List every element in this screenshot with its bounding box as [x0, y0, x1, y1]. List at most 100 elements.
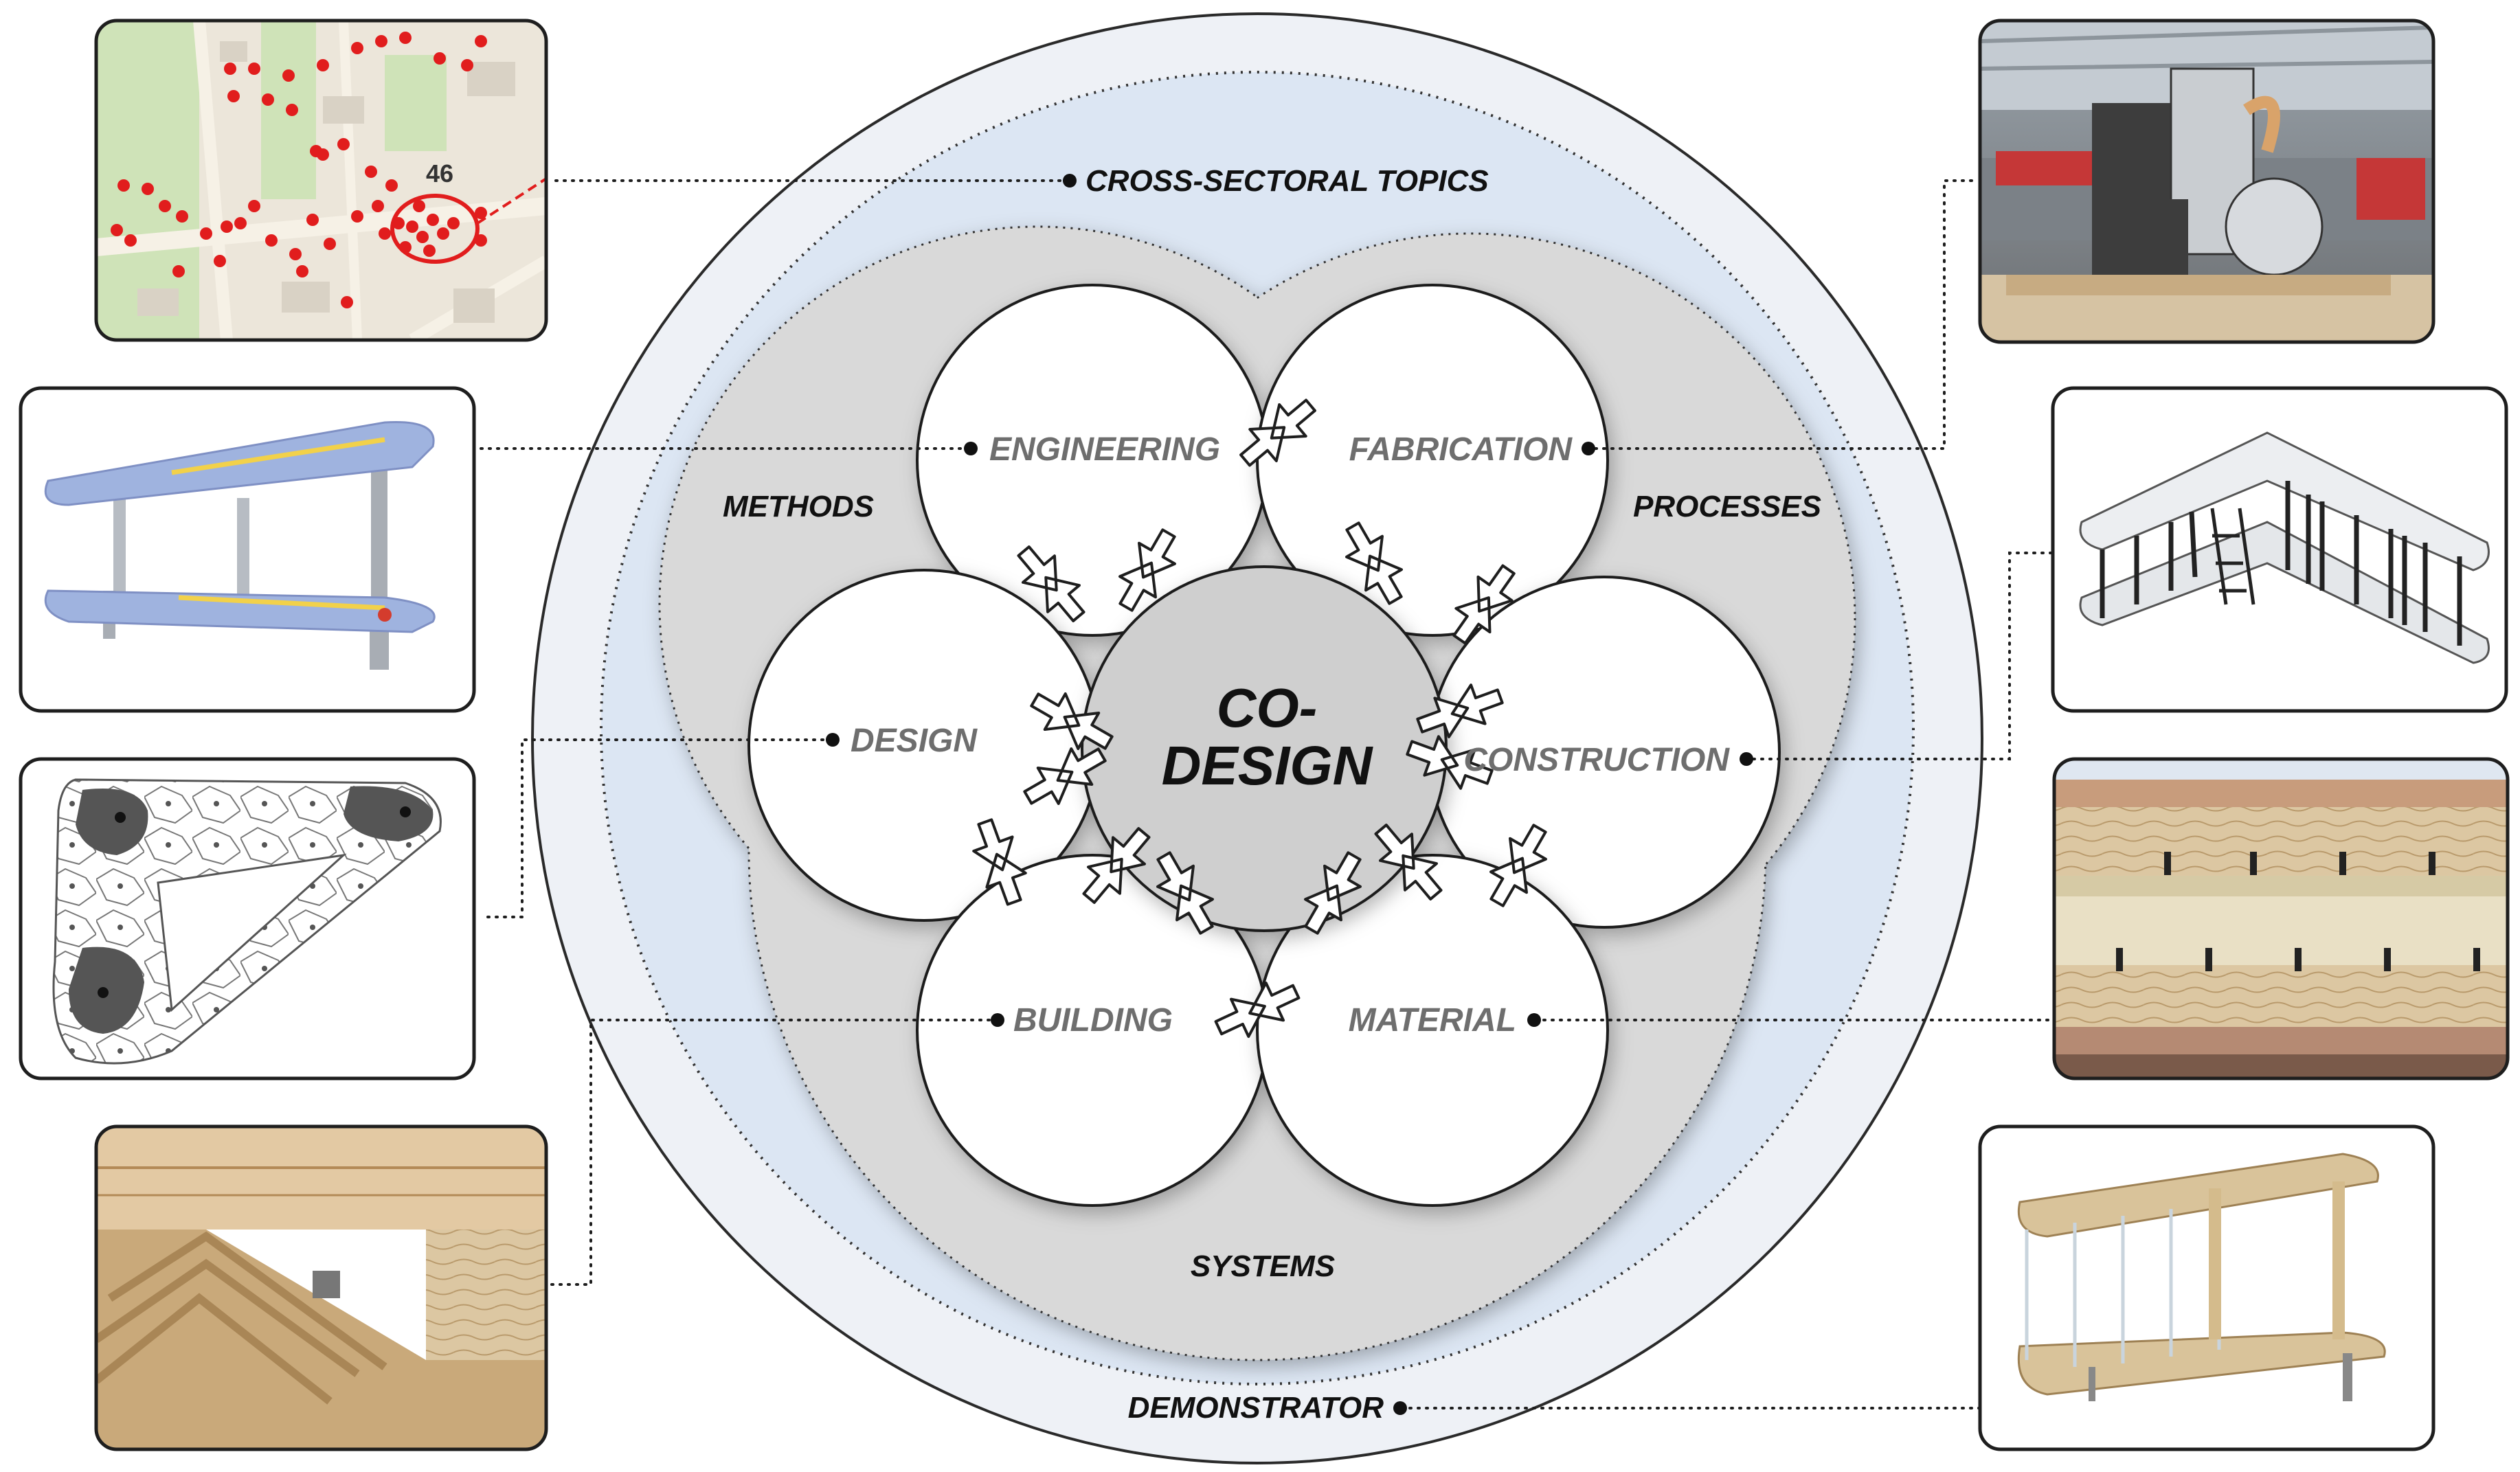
- map-marker-icon: [200, 227, 212, 240]
- map-marker-icon: [117, 179, 130, 192]
- demonstrator-thumbnail: [1978, 1124, 2435, 1451]
- map-marker-icon: [423, 245, 436, 257]
- map-marker-icon: [406, 220, 418, 233]
- double-arrow-icon: [1304, 851, 1362, 935]
- map-marker-icon: [224, 63, 236, 75]
- map-marker-icon: [375, 35, 387, 47]
- map-marker-icon: [221, 220, 233, 233]
- map-marker-icon: [317, 59, 329, 71]
- map-marker-icon: [172, 265, 185, 278]
- processes-label: PROCESSES: [1633, 490, 1821, 523]
- map-marker-icon: [399, 32, 412, 44]
- map-marker-icon: [159, 200, 171, 212]
- timber-layers-thumbnail: [94, 1124, 548, 1451]
- table-structure-thumbnail: [2051, 386, 2508, 713]
- map-marker-icon: [475, 234, 487, 247]
- map-marker-icon: [214, 255, 226, 267]
- map-marker-icon: [351, 210, 363, 223]
- clt-slot: [2205, 948, 2212, 971]
- map-marker-icon: [413, 200, 425, 212]
- map-marker-icon: [248, 200, 260, 212]
- clt-crosssection-thumbnail: [2052, 757, 2510, 1080]
- map-marker-icon: [234, 217, 247, 229]
- petal-material: [1256, 854, 1609, 1207]
- double-arrow-icon: [1416, 683, 1504, 738]
- clt-slot: [2295, 948, 2302, 971]
- double-arrow-icon: [1156, 851, 1214, 935]
- map-marker-icon: [142, 183, 154, 195]
- double-arrow-icon: [1082, 827, 1151, 904]
- map-marker-icon: [392, 217, 405, 229]
- construction-label: CONSTRUCTION: [1463, 742, 1730, 778]
- map-marker-icon: [379, 227, 391, 240]
- map-marker-icon: [351, 42, 363, 54]
- map-marker-icon: [317, 148, 329, 161]
- engineering-label: ENGINEERING: [989, 431, 1220, 468]
- map-marker-icon: [365, 166, 377, 178]
- map-marker-icon: [265, 234, 278, 247]
- double-arrow-icon: [1023, 747, 1107, 805]
- table-post: [2189, 511, 2198, 578]
- clt-slot: [2250, 852, 2257, 875]
- clt-slot: [2339, 852, 2346, 875]
- map-marker-icon: [399, 241, 412, 253]
- double-arrow-icon: [1030, 692, 1114, 750]
- clt-slot: [2116, 948, 2123, 971]
- map-marker-icon: [324, 238, 336, 250]
- fabrication-label: FABRICATION: [1349, 431, 1573, 468]
- arrow-connectors: [972, 398, 1547, 1039]
- map-marker-icon: [461, 59, 473, 71]
- map-marker-icon: [372, 200, 384, 212]
- double-arrow-icon: [1374, 824, 1443, 901]
- factory-robot-thumbnail: [1978, 19, 2435, 344]
- building-label: BUILDING: [1013, 1002, 1173, 1039]
- map-marker-icon: [289, 248, 302, 260]
- double-arrow-icon: [1489, 824, 1547, 907]
- map-marker-icon: [447, 217, 460, 229]
- double-arrow-icon: [1017, 545, 1085, 622]
- map-marker-icon: [475, 207, 487, 219]
- slab-structure-thumbnail: [19, 386, 476, 713]
- map-marker-icon: [341, 296, 353, 308]
- map-marker-icon: [437, 227, 449, 240]
- map-marker-icon: [337, 138, 350, 150]
- co-design-line1: CO-: [1217, 677, 1318, 738]
- double-arrow-icon: [1406, 735, 1494, 790]
- labels: CROSS-SECTORAL TOPICS METHODS PROCESSES …: [723, 164, 1821, 1425]
- leader-dots: [826, 174, 1753, 1415]
- design-label: DESIGN: [851, 723, 978, 759]
- petals: [747, 284, 1781, 1207]
- map-cluster-label: 46: [426, 159, 453, 188]
- map-marker-icon: [385, 179, 398, 192]
- methods-label: METHODS: [723, 490, 874, 523]
- systems-label: SYSTEMS: [1191, 1249, 1335, 1283]
- cross-sectoral-label: CROSS-SECTORAL TOPICS: [1085, 164, 1489, 198]
- double-arrow-icon: [1345, 521, 1403, 605]
- co-design-line2: DESIGN: [1162, 735, 1374, 796]
- clt-slot: [2164, 852, 2171, 875]
- map-marker-icon: [434, 52, 446, 65]
- double-arrow-icon: [1452, 564, 1516, 645]
- double-arrow-icon: [972, 818, 1027, 906]
- map-marker-icon: [416, 231, 429, 243]
- double-arrow-icon: [1239, 398, 1316, 467]
- map-marker-icon: [475, 35, 487, 47]
- map-marker-icon: [286, 104, 298, 116]
- material-label: MATERIAL: [1349, 1002, 1516, 1039]
- map-marker-icon: [111, 224, 123, 236]
- map-thumbnail: 46: [94, 19, 548, 342]
- map-marker-icon: [248, 63, 260, 75]
- clt-slot: [2384, 948, 2391, 971]
- map-marker-icon: [282, 69, 295, 82]
- map-marker-icon: [176, 210, 188, 223]
- map-marker-icon: [427, 214, 439, 226]
- clt-slot: [2429, 852, 2435, 875]
- map-marker-icon: [262, 93, 274, 106]
- voronoi-slab-thumbnail: [19, 757, 476, 1080]
- demonstrator-label: DEMONSTRATOR: [1128, 1391, 1384, 1425]
- map-marker-icon: [306, 214, 319, 226]
- map-marker-icon: [296, 265, 308, 278]
- double-arrow-icon: [1214, 981, 1301, 1039]
- clt-slot: [2473, 948, 2480, 971]
